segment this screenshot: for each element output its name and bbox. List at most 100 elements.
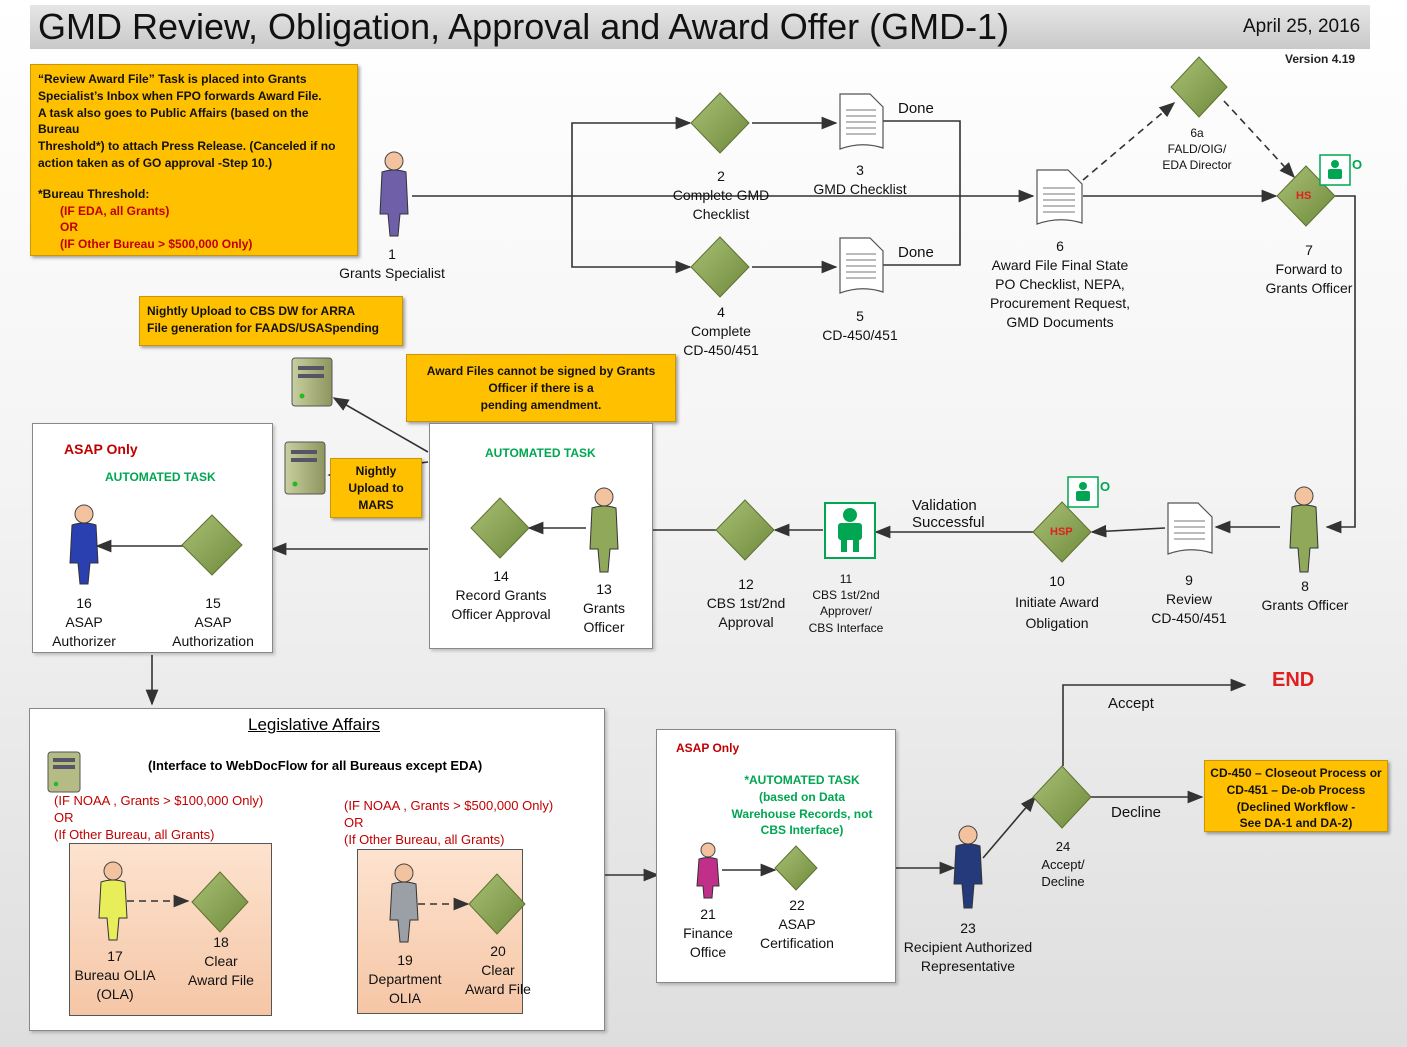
step-text: Finance [683,924,733,941]
validation-line: Validation [912,497,977,514]
condition-line: (If Other Bureau, all Grants) [54,826,215,842]
step-number: 24 [1055,839,1071,854]
nightly-cbs-note: Nightly Upload to CBS DW for ARRA File g… [139,296,403,346]
automated-line: Warehouse Records, not [731,806,873,821]
step-number: 17 [107,948,123,964]
step-14-label: 14 Record Grants Officer Approval [441,567,561,624]
step-19-label: 19 Department OLIA [360,951,450,1008]
validation-label: Validation Successful [912,497,985,532]
decision-diamond-10 [1032,501,1092,563]
step-number: 6 [1056,238,1064,254]
step-number: 2 [717,168,725,184]
note-line: Threshold*) to attach Press Release. (Ca… [38,139,336,154]
step-text: Officer [583,618,625,635]
finance-panel: ASAP Only *AUTOMATED TASK (based on Data… [656,729,896,983]
note-line: pending amendment. [480,397,602,412]
end-label: END [1272,669,1315,691]
step-text: (OLA) [96,985,134,1002]
step-text: Complete [691,322,751,339]
step-text: CBS 1st/2nd [706,594,786,611]
step-1-label: 1 Grants Specialist [322,245,462,283]
legislative-title: Legislative Affairs [248,715,380,734]
step-number: 18 [213,934,229,950]
decision-diamond-24 [1032,765,1092,829]
decision-diamond-12 [715,499,775,561]
step-text: EDA Director [1162,158,1232,173]
hsp-badge: HSP [1050,526,1073,538]
condition-line: (If Other Bureau, all Grants) [344,831,505,847]
step-text: CBS 1st/2nd [812,588,880,603]
note-line: CD-450 – Closeout Process or [1210,766,1382,780]
decision-diamond-2 [690,92,750,154]
step-number: 23 [960,920,976,936]
step-text: CD-450/451 [1151,609,1227,626]
step-17-label: 17 Bureau OLIA (OLA) [68,947,162,1004]
threshold-line: (IF EDA, all Grants) [60,203,170,218]
note-line: Specialist’s Inbox when FPO forwards Awa… [38,88,322,103]
step-text: Authorizer [52,632,116,649]
person-recipient-representative [953,825,983,909]
legislative-interface: (Interface to WebDocFlow for all Bureaus… [148,758,483,773]
step-number: 16 [76,595,92,611]
step-number: 10 [1049,573,1065,589]
step-text: Decline [1041,874,1085,890]
condition-line: (IF NOAA , Grants > $500,000 Only) [344,798,554,813]
note-line: See DA-1 and DA-2) [1239,816,1353,831]
step-text: PO Checklist, NEPA, [995,275,1125,292]
version-label: Version 4.19 [1285,52,1356,66]
step-number: 8 [1301,578,1309,594]
step-number: 3 [856,162,864,178]
step-number: 20 [490,943,506,959]
step-text: Review [1166,590,1212,607]
step-number: 13 [596,581,612,597]
step-text: Grants Officer [1265,279,1353,296]
step-text: Bureau OLIA [74,966,156,983]
step-text: CBS Interface [808,620,884,635]
step-number: 7 [1305,242,1313,258]
step-text: Procurement Request, [989,294,1131,311]
step-number: 11 [839,572,853,586]
o-badge: O [1352,157,1363,172]
step-number: 5 [856,308,864,324]
step-number: 21 [700,906,716,922]
step-6a-label: 6a FALD/OIG/ EDA Director [1147,125,1247,174]
step-text: ASAP [778,915,816,932]
step-11-label: 11 CBS 1st/2nd Approver/ CBS Interface [800,571,892,636]
step-16-label: 16 ASAP Authorizer [39,594,129,651]
step-text: Award File [188,971,254,988]
step-number: 6a [1190,126,1204,140]
person-grants-specialist [379,151,409,237]
step-3-label: 3 GMD Checklist [795,161,925,199]
automated-task-label: AUTOMATED TASK [485,446,596,460]
closeout-note: CD-450 – Closeout Process or CD-451 – De… [1204,760,1388,832]
asap-only-label: ASAP Only [676,741,740,755]
step-text: Office [689,943,727,960]
step-text: ASAP [194,613,232,630]
step-12-label: 12 CBS 1st/2nd Approval [700,575,792,632]
noaa-100k-condition: (IF NOAA , Grants > $100,000 Only) OR (I… [54,793,263,844]
threshold-line: (IF Other Bureau > $500,000 Only) [60,237,253,252]
step-text: Obligation [1025,615,1089,631]
document-icon-9 [1167,502,1213,555]
accept-label: Accept [1108,695,1154,712]
page-title: GMD Review, Obligation, Approval and Awa… [38,6,1010,47]
note-line: Upload to [348,480,404,495]
note-line: “Review Award File” Task is placed into … [38,72,307,86]
automated-line: *AUTOMATED TASK [744,773,860,787]
step-text: Award File Final State [991,256,1129,273]
note-line: CD-451 – De-ob Process [1226,782,1366,797]
step-text: Checklist [692,205,750,222]
note-line: A task also goes to Public Affairs (base… [38,105,309,137]
step-4-label: 4 Complete CD-450/451 [656,303,786,360]
step-text: FALD/OIG/ [1167,142,1227,157]
step-6-label: 6 Award File Final State PO Checklist, N… [975,237,1145,331]
step-text: Complete GMD [672,186,770,203]
condition-line: (IF NOAA , Grants > $100,000 Only) [54,793,264,808]
step-text: Certification [760,934,834,951]
note-line: Nightly Upload to CBS DW for ARRA [147,304,356,318]
step-number: 4 [717,304,725,320]
decline-label: Decline [1111,804,1162,821]
review-award-file-note: “Review Award File” Task is placed into … [30,64,358,256]
validation-line: Successful [912,514,985,532]
step-number: 15 [205,595,221,611]
